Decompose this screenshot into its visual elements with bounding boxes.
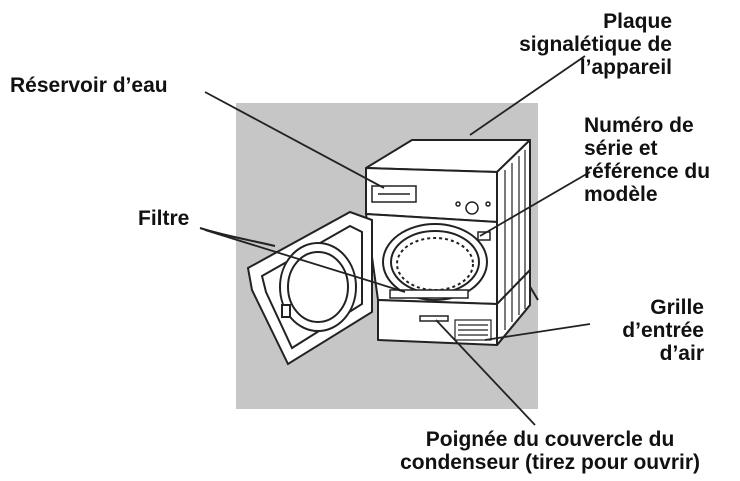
condenser-handle xyxy=(419,315,449,322)
label-rating-plate: Plaque signalétique de l’appareil xyxy=(519,10,672,79)
label-filter: Filtre xyxy=(138,207,190,230)
pointer-lines xyxy=(204,55,591,426)
water-tank-drawer xyxy=(371,185,417,203)
filter-slot xyxy=(389,289,469,299)
label-air-intake: Grille d’entrée d’air xyxy=(622,296,704,365)
label-serial-number: Numéro de série et référence du modèle xyxy=(584,114,711,206)
open-door xyxy=(246,210,373,366)
air-intake-grille xyxy=(454,319,492,341)
side-ribs xyxy=(504,150,526,330)
serial-plate xyxy=(477,231,491,241)
label-water-tank: Réservoir d’eau xyxy=(10,74,168,97)
label-condenser-handle: Poignée du couvercle du condenseur (tire… xyxy=(400,428,700,474)
drum-opening xyxy=(382,223,488,301)
control-panel xyxy=(455,201,491,215)
